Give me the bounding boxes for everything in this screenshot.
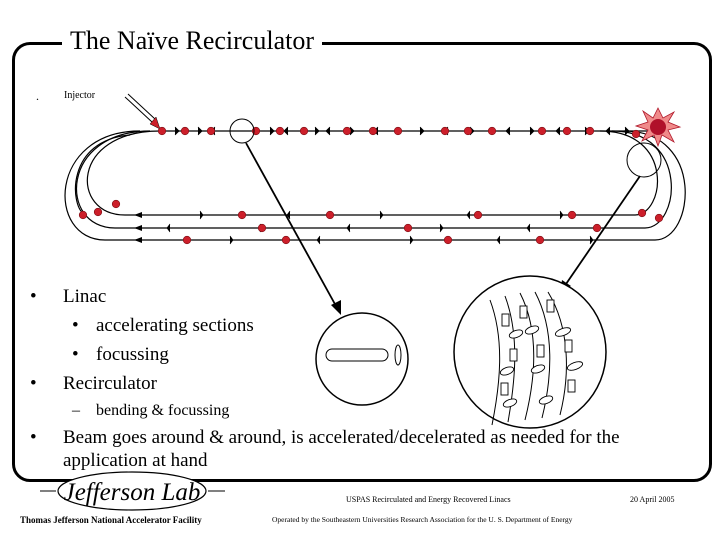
bullet-list: • Linac • accelerating sections • focuss… [30,282,663,472]
magnet-dots [78,126,664,245]
bullet-text: accelerating sections [96,315,254,336]
slide-title: The Naïve Recirculator [62,26,322,56]
bullet-marker: – [72,402,80,419]
diagram-dot-label: . [36,89,39,103]
bullet-marker: • [72,315,79,336]
bullet-item: • Beam goes around & around, is accelera… [30,424,663,472]
bullet-text: Recirculator [63,373,157,394]
bullet-marker: • [72,344,79,365]
bullet-item: – bending & focussing [30,398,663,424]
bullet-item: • Linac [30,282,663,311]
bullet-marker: • [30,373,37,394]
jefferson-lab-logo: Jefferson Lab [40,471,225,511]
arc-callout-circle [626,142,662,178]
logo-text: Jefferson Lab [64,479,201,506]
bullet-item: • accelerating sections [30,311,663,340]
injector-label: Injector [64,90,96,101]
footer-date: 20 April 2005 [630,495,675,504]
footer-course: USPAS Recirculated and Energy Recovered … [346,495,511,504]
footer-facility: Thomas Jefferson National Accelerator Fa… [20,515,202,525]
linac-callout-circle [229,118,255,144]
slide-frame [12,42,712,482]
beam-dump-star-icon [634,107,682,148]
return-arrowheads [134,212,142,243]
bullet-item: • Recirculator [30,369,663,398]
arc-zoom-circle [453,275,607,429]
return-lines [64,130,686,241]
bullet-text: bending & focussing [96,402,230,419]
linac-zoom-circle [315,312,409,406]
bullet-item: • focussing [30,340,663,369]
bullet-marker: • [30,286,37,307]
bullet-text: Linac [63,286,107,307]
footer-operated-by: Operated by the Southeastern Universitie… [272,515,573,524]
injector-arrow [124,93,161,130]
bullet-text: Beam goes around & around, is accelerate… [63,427,620,471]
bullet-marker: • [30,427,37,448]
bullet-text: focussing [96,344,169,365]
